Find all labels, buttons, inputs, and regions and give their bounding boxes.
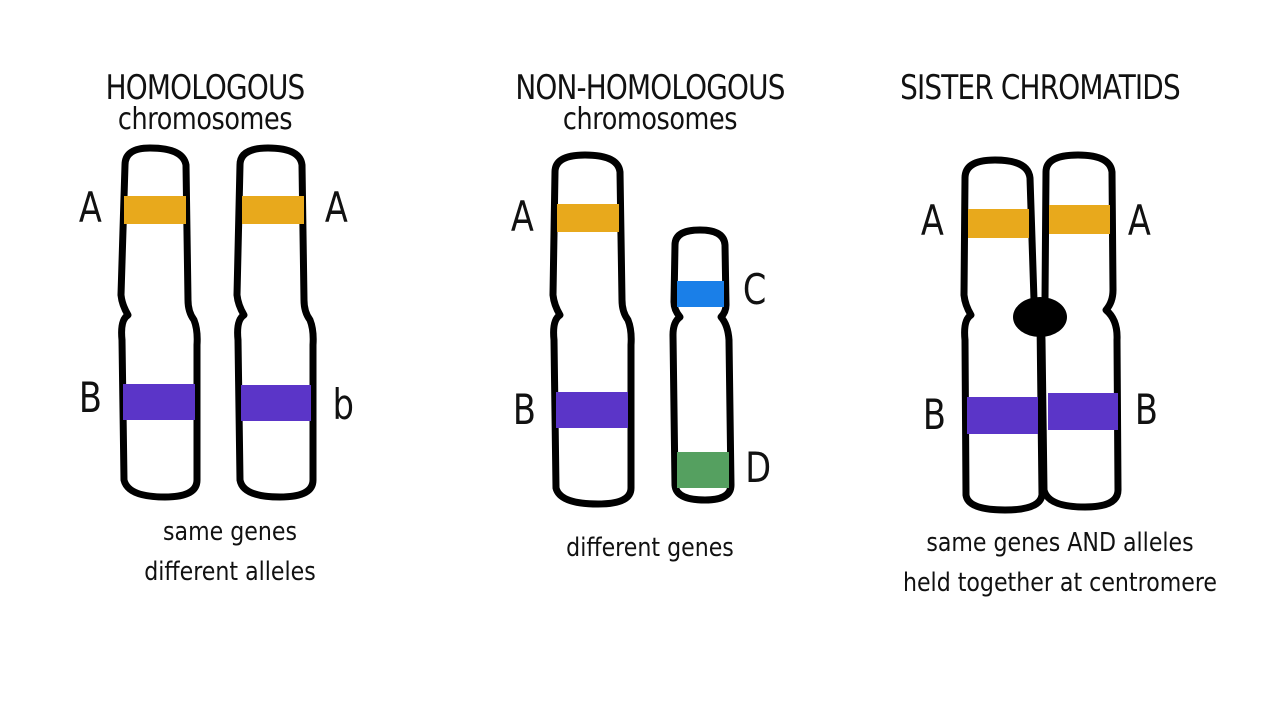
gene-label: A — [510, 192, 534, 241]
gene-band-B — [967, 397, 1038, 434]
non-homologous-chromosome-2 — [669, 226, 735, 504]
homologous-chromosome-right — [233, 144, 317, 501]
gene-label: A — [920, 196, 944, 245]
caption-line: different alleles — [144, 557, 316, 587]
non-homologous-chromosome-1 — [549, 151, 635, 508]
panel-title-homologous: HOMOLOGOUS — [105, 68, 306, 108]
panel-title-sister-chromatids: SISTER CHROMATIDS — [900, 68, 1181, 108]
gene-label: A — [78, 183, 102, 232]
caption-line: different genes — [566, 533, 734, 563]
gene-band-A — [557, 204, 619, 232]
gene-band-A — [968, 209, 1029, 238]
gene-band-D — [677, 452, 729, 488]
panel-caption-non-homologous: different genes — [531, 528, 769, 568]
panel-subtitle-non-homologous: chromosomes — [562, 102, 738, 137]
gene-label: B — [512, 385, 536, 434]
gene-band-B — [556, 392, 628, 428]
gene-band-A — [242, 196, 304, 224]
gene-label: B — [78, 373, 102, 422]
caption-line: same genes — [163, 517, 297, 547]
gene-label: b — [332, 380, 355, 429]
gene-band-C — [677, 281, 724, 307]
centromere — [1013, 297, 1067, 337]
caption-line: held together at centromere — [902, 568, 1218, 598]
panel-caption-sister-chromatids: same genes AND alleles held together at … — [890, 523, 1230, 603]
gene-band-B — [123, 384, 195, 420]
sister-chromatid-left — [960, 156, 1046, 514]
gene-label: A — [324, 183, 348, 232]
gene-band-A — [1049, 205, 1110, 234]
gene-label: A — [1127, 196, 1151, 245]
panel-subtitle-homologous: chromosomes — [117, 102, 293, 137]
gene-label: B — [1134, 385, 1158, 434]
gene-band-b — [241, 385, 311, 421]
gene-label: B — [922, 390, 946, 439]
caption-line: same genes AND alleles — [926, 528, 1194, 558]
sister-chromatid-right — [1038, 151, 1122, 511]
gene-label: D — [745, 443, 772, 492]
gene-band-A — [124, 196, 186, 224]
homologous-chromosome-left — [117, 144, 201, 501]
gene-band-B — [1048, 393, 1118, 430]
gene-label: C — [742, 265, 767, 314]
panel-caption-homologous: same genes different alleles — [111, 512, 349, 592]
panel-title-non-homologous: NON-HOMOLOGOUS — [515, 68, 785, 108]
